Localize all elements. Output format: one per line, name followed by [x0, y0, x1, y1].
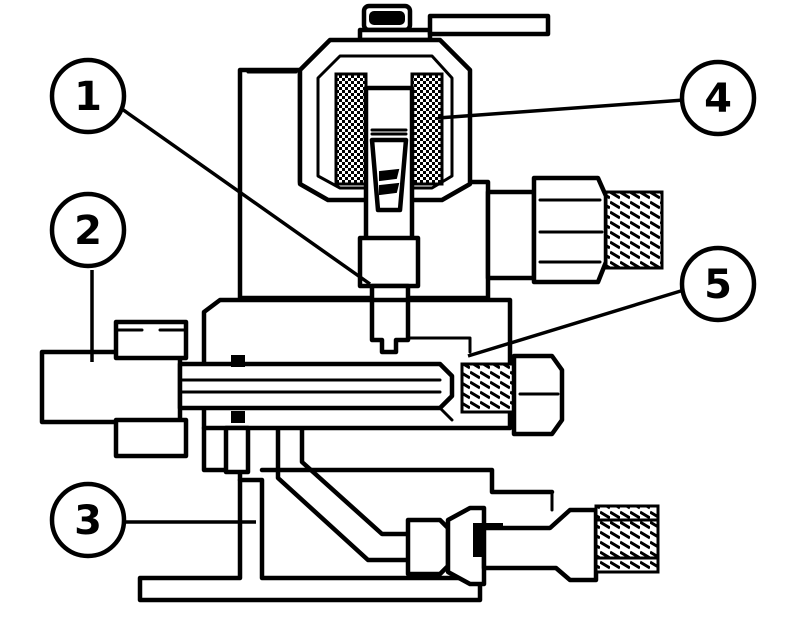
coil-winding [334, 72, 444, 186]
callout-4-label: 4 [704, 76, 732, 122]
armature [357, 85, 421, 355]
right-plug [460, 353, 565, 437]
callout-2: 2 [49, 191, 127, 362]
lower-neck [201, 425, 555, 495]
callout-3-label: 3 [74, 498, 102, 544]
diagonal-pipe [275, 427, 411, 563]
callout-2-label: 2 [74, 208, 102, 254]
callout-4: 4 [437, 59, 757, 137]
base-plate [137, 477, 483, 603]
side-fitting [485, 175, 664, 285]
horizontal-port [39, 319, 455, 459]
callout-5-label: 5 [704, 262, 732, 308]
callout-3: 3 [49, 481, 256, 559]
callout-1: 1 [49, 57, 372, 286]
callout-1-label: 1 [74, 74, 102, 120]
lower-union [405, 490, 660, 587]
callout-5: 5 [467, 245, 757, 358]
